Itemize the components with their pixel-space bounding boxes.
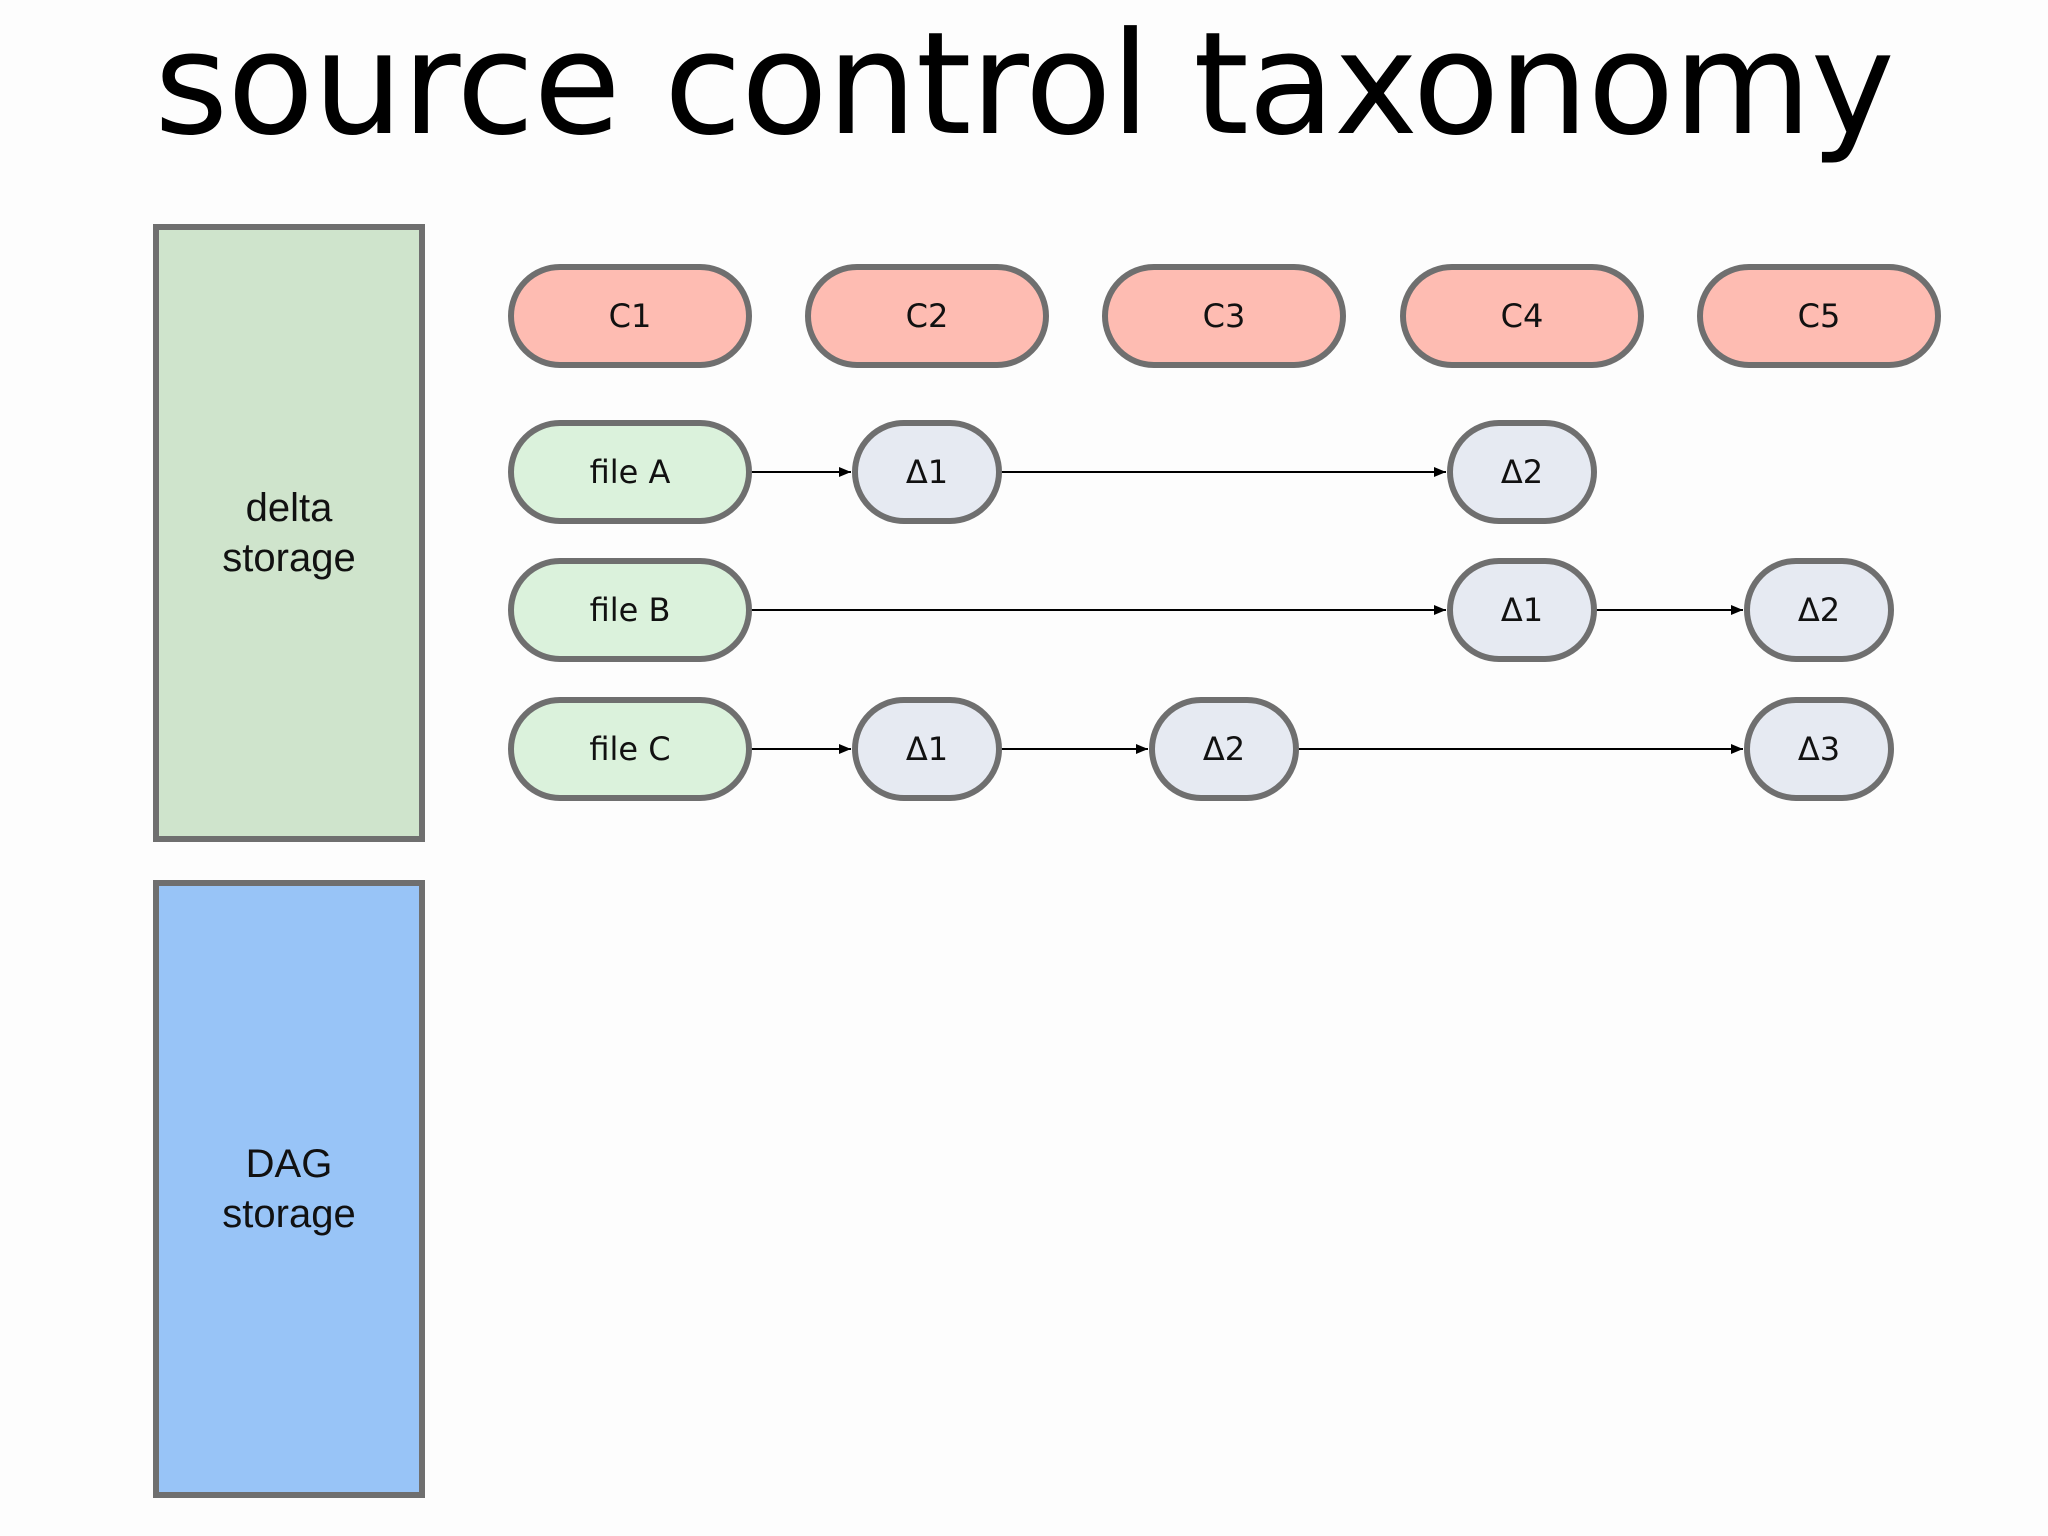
delta-storage-panel: delta storage: [153, 224, 425, 842]
commit-node-c3-label: C3: [1203, 297, 1246, 335]
commit-node-c1-label: C1: [609, 297, 652, 335]
commit-node-c1: C1: [508, 264, 752, 368]
file-c-3-node-shape: [1744, 697, 1894, 801]
file-a-2-node-shape: [1447, 420, 1597, 524]
commit-node-c4: C4: [1400, 264, 1644, 368]
file-a-1-node-shape: [852, 420, 1002, 524]
file-a-1-node: Δ1: [852, 420, 1002, 524]
dag-storage-panel: DAG storage: [153, 880, 425, 1498]
file-b-2-node-shape: [1744, 558, 1894, 662]
file-a-node: file A: [508, 420, 752, 524]
file-c-1-node-shape: [852, 697, 1002, 801]
commit-node-c2-shape: [805, 264, 1049, 368]
file-c-2-node-label: Δ2: [1203, 730, 1245, 768]
commit-node-c5-shape: [1697, 264, 1941, 368]
commit-node-c5: C5: [1697, 264, 1941, 368]
page-title: source control taxonomy: [154, 2, 1895, 167]
file-c-3-node-label: Δ3: [1798, 730, 1840, 768]
commit-node-c3: C3: [1102, 264, 1346, 368]
delta-storage-label-line2: storage: [222, 536, 356, 580]
file-b-2-node: Δ2: [1744, 558, 1894, 662]
file-c-node-shape: [508, 697, 752, 801]
file-c-1-node-label: Δ1: [906, 730, 948, 768]
dag-storage-label-line1: DAG: [245, 1142, 333, 1186]
file-c-2-node: Δ2: [1149, 697, 1299, 801]
file-b-1-node-label: Δ1: [1501, 591, 1543, 629]
file-c-1-node: Δ1: [852, 697, 1002, 801]
file-a-2-node-label: Δ2: [1501, 453, 1543, 491]
commit-node-c2: C2: [805, 264, 1049, 368]
dag-storage-label-line2: storage: [222, 1192, 356, 1236]
delta-storage-label-line1: delta: [245, 486, 333, 530]
file-b-node-label: file B: [590, 591, 671, 629]
file-a-2-node: Δ2: [1447, 420, 1597, 524]
file-a-1-node-label: Δ1: [906, 453, 948, 491]
file-c-node: file C: [508, 697, 752, 801]
commit-node-c1-shape: [508, 264, 752, 368]
commit-node-c4-shape: [1400, 264, 1644, 368]
file-c-3-node: Δ3: [1744, 697, 1894, 801]
file-b-2-node-label: Δ2: [1798, 591, 1840, 629]
file-a-node-label: file A: [590, 453, 671, 491]
file-c-2-node-shape: [1149, 697, 1299, 801]
file-a-node-shape: [508, 420, 752, 524]
file-b-node-shape: [508, 558, 752, 662]
file-b-1-node-shape: [1447, 558, 1597, 662]
commit-node-c5-label: C5: [1798, 297, 1841, 335]
commit-node-c2-label: C2: [906, 297, 949, 335]
file-b-1-node: Δ1: [1447, 558, 1597, 662]
commit-node-c3-shape: [1102, 264, 1346, 368]
file-b-node: file B: [508, 558, 752, 662]
file-c-node-label: file C: [589, 730, 670, 768]
commit-node-c4-label: C4: [1501, 297, 1544, 335]
